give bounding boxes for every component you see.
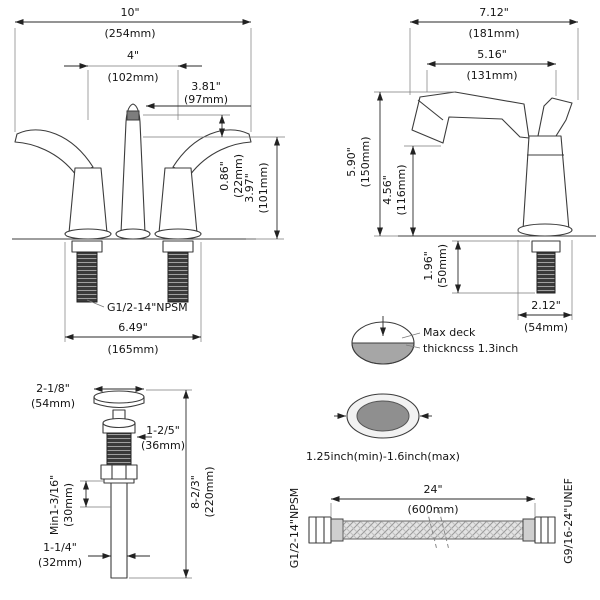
dim-label-total-width-mm: (254mm) bbox=[104, 27, 155, 40]
dim-label-min-depth-mm: (30mm) bbox=[62, 483, 75, 527]
front-spout bbox=[120, 103, 146, 234]
dim-label-cap-width-mm: (54mm) bbox=[31, 397, 75, 410]
dim-label-side-spout-height-mm: (116mm) bbox=[395, 164, 408, 215]
max-deck-label-line2: thickncss 1.3inch bbox=[423, 342, 518, 355]
dim-label-spout-height-mm: (101mm) bbox=[257, 162, 270, 213]
dim-label-flange-width-mm: (36mm) bbox=[141, 439, 185, 452]
dim-label-drain-height-in: 8-2/3" bbox=[189, 475, 202, 509]
side-escutcheon bbox=[517, 223, 573, 237]
drain-flange-top bbox=[102, 417, 136, 429]
leader-line bbox=[405, 344, 421, 349]
left-mounting-nut bbox=[71, 240, 103, 253]
dim-label-aerator-height-in: 0.86" bbox=[218, 161, 231, 191]
drain-threaded-body bbox=[106, 432, 132, 466]
hose-braided-body bbox=[342, 520, 524, 540]
side-mounting-nut bbox=[531, 240, 561, 253]
dim-label-shank-length-in: 1.96" bbox=[422, 251, 435, 281]
side-spout bbox=[411, 91, 530, 144]
dim-label-total-width-in: 10" bbox=[120, 6, 139, 19]
aerator-window bbox=[126, 110, 140, 121]
dim-label-side-spout-reach-in: 5.16" bbox=[477, 48, 507, 61]
dim-label-side-spout-height-in: 4.56" bbox=[381, 175, 394, 205]
drain-locknut bbox=[100, 464, 138, 480]
side-handle bbox=[537, 97, 573, 137]
deck-thickness-diagram: Max deck thickncss 1.3inch bbox=[351, 316, 518, 365]
leader-line bbox=[86, 299, 105, 308]
max-deck-label-line1: Max deck bbox=[423, 326, 476, 339]
dim-label-aerator-height-mm: (22mm) bbox=[232, 154, 245, 198]
leader-line bbox=[401, 332, 421, 339]
right-mounting-nut bbox=[162, 240, 194, 253]
supply-hose: 24" (600mm) G1/2-14"NPSM G9/16-24"UNEF bbox=[288, 478, 575, 568]
front-view: 10" (254mm) 4" (102mm) 3.81" (97mm) 0.86… bbox=[12, 6, 285, 356]
dim-label-spout-height-in: 3.97" bbox=[243, 173, 256, 203]
dim-label-spout-reach-mm: (97mm) bbox=[184, 93, 228, 106]
hole-inner-disc bbox=[356, 400, 410, 432]
hose-right-thread-label: G9/16-24"UNEF bbox=[562, 478, 575, 564]
dim-label-total-height-mm: (150mm) bbox=[359, 136, 372, 187]
hose-fitting-left bbox=[308, 516, 332, 544]
left-handle-base bbox=[68, 167, 108, 234]
dim-label-drain-height-mm: (220mm) bbox=[203, 466, 216, 517]
hose-fitting-right bbox=[534, 516, 556, 544]
dim-label-base-depth-mm: (54mm) bbox=[524, 321, 568, 334]
dim-label-pipe-width-mm: (32mm) bbox=[38, 556, 82, 569]
dim-label-base-depth-in: 2.12" bbox=[531, 299, 561, 312]
spout-facet-line bbox=[417, 99, 444, 121]
hose-left-thread-label: G1/2-14"NPSM bbox=[288, 488, 301, 569]
dim-label-total-depth-mm: (181mm) bbox=[468, 27, 519, 40]
dim-label-handle-spacing-mm: (102mm) bbox=[107, 71, 158, 84]
left-escutcheon bbox=[64, 228, 112, 240]
dim-label-min-depth-in: Min1-3/16" bbox=[48, 475, 61, 535]
dim-label-spout-reach-in: 3.81" bbox=[191, 80, 221, 93]
right-handle-base bbox=[158, 167, 198, 234]
dim-label-handle-spacing-in: 4" bbox=[127, 49, 139, 62]
hole-size-label: 1.25inch(min)-1.6inch(max) bbox=[306, 450, 460, 463]
side-view: 7.12" (181mm) 5.16" (131mm) 5.90" (150mm… bbox=[345, 6, 596, 334]
right-escutcheon bbox=[154, 228, 202, 240]
drain-cap-side bbox=[93, 397, 145, 409]
dim-label-total-depth-in: 7.12" bbox=[479, 6, 509, 19]
deck-section-shaded bbox=[351, 342, 415, 365]
side-supply-shank bbox=[536, 251, 556, 294]
dim-label-hose-length-in: 24" bbox=[423, 483, 442, 496]
right-supply-shank bbox=[167, 251, 189, 303]
left-supply-shank bbox=[76, 251, 98, 303]
dim-label-shank-length-mm: (50mm) bbox=[436, 244, 449, 288]
inlet-thread-label: G1/2-14"NPSM bbox=[107, 301, 188, 314]
spout-escutcheon bbox=[115, 228, 151, 240]
side-body bbox=[522, 135, 570, 231]
drain-assembly: 2-1/8" (54mm) 1-2/5" (36mm) Min1-3/16" (… bbox=[31, 382, 216, 579]
dim-label-base-width-in: 6.49" bbox=[118, 321, 148, 334]
hose-crimp-left bbox=[330, 518, 344, 542]
hole-size-diagram: 1.25inch(min)-1.6inch(max) bbox=[306, 393, 460, 463]
drain-cap-top bbox=[93, 390, 145, 404]
dim-label-hose-length-mm: (600mm) bbox=[407, 503, 458, 516]
dim-label-pipe-width-in: 1-1/4" bbox=[43, 541, 77, 554]
drain-tailpipe bbox=[110, 482, 128, 579]
dim-label-cap-width-in: 2-1/8" bbox=[36, 382, 70, 395]
drain-washer bbox=[103, 478, 135, 484]
dim-label-base-width-mm: (165mm) bbox=[107, 343, 158, 356]
hose-crimp-right bbox=[522, 518, 536, 542]
dim-label-side-spout-reach-mm: (131mm) bbox=[466, 69, 517, 82]
dim-label-total-height-in: 5.90" bbox=[345, 147, 358, 177]
dim-label-flange-width-in: 1-2/5" bbox=[146, 424, 180, 437]
